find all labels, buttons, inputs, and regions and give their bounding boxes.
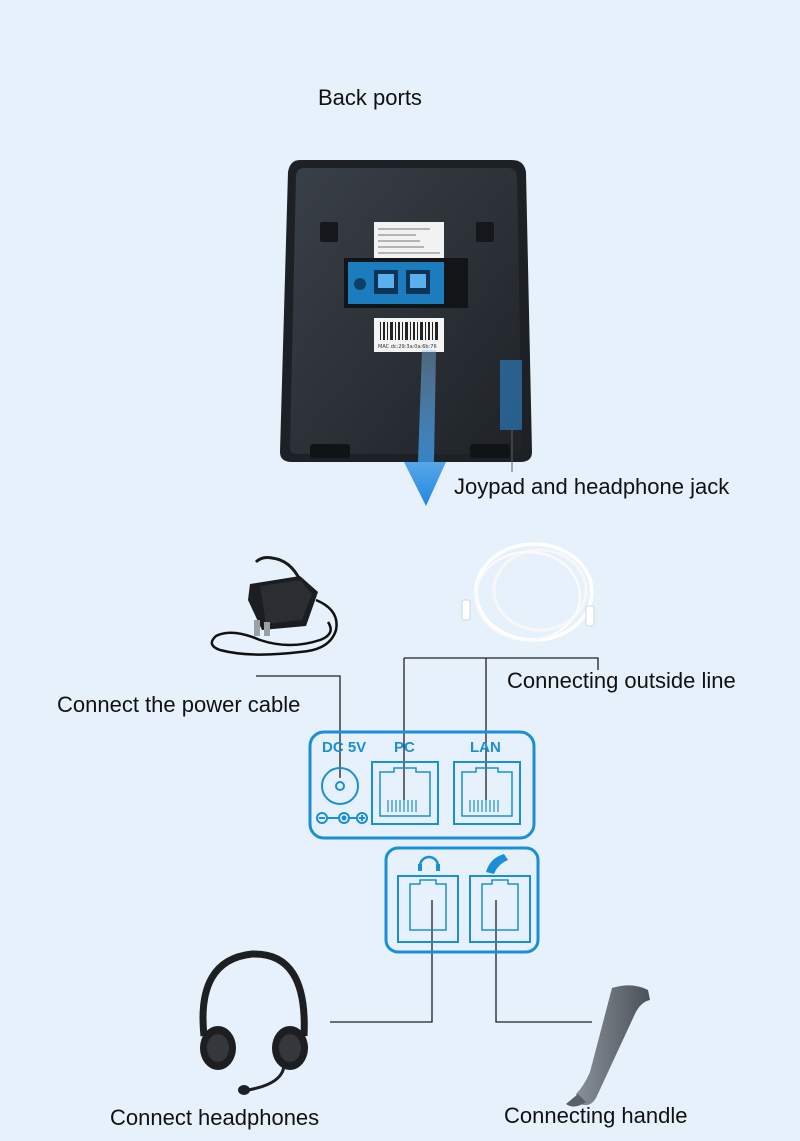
mac-address-text: MAC dc:29:3a:0a:6b:76 (378, 344, 437, 350)
label-handle: Connecting handle (504, 1103, 688, 1128)
headset-device-icon (199, 950, 308, 1095)
power-adapter-icon (210, 556, 338, 656)
label-headphones: Connect headphones (110, 1105, 320, 1130)
ethernet-cable-icon (461, 542, 595, 642)
handset-device-icon (566, 985, 650, 1107)
down-arrow-icon (404, 350, 446, 506)
connector-lines (256, 657, 599, 1023)
lan-port-label: LAN (470, 739, 501, 756)
dc-port-label: DC 5V (322, 739, 366, 756)
pc-port-label: PC (394, 739, 415, 756)
handset-glyph-icon (486, 854, 508, 874)
headset-icon (418, 855, 440, 867)
pc-port-icon (371, 761, 439, 825)
port-panel-main: DC 5V PC LAN (308, 730, 536, 840)
port-panel-audio (384, 846, 540, 954)
polarity-icon (316, 812, 368, 824)
label-back-ports: Back ports (318, 85, 422, 110)
headset-jack-icon (397, 875, 459, 943)
lan-port-icon (453, 761, 521, 825)
label-outside-line: Connecting outside line (507, 668, 736, 693)
label-joypad: Joypad and headphone jack (454, 474, 730, 499)
label-power: Connect the power cable (57, 692, 301, 717)
handset-jack-icon (469, 875, 531, 943)
dc-jack-icon (321, 767, 359, 805)
phone-back-device: MAC dc:29:3a:0a:6b:76 (280, 160, 532, 472)
joypad-slot-highlight (500, 360, 522, 430)
